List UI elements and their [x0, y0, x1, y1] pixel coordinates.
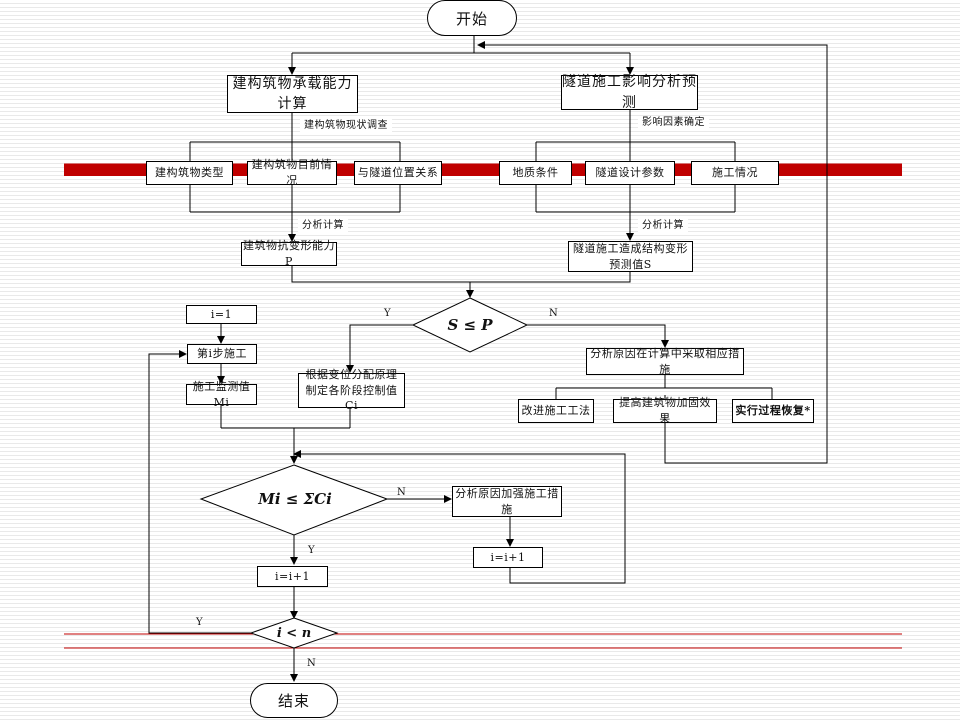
analyze-measures-box: 分析原因在计算中采取相应措施: [586, 346, 744, 376]
control-ci-box: 根据变位分配原理制定各阶段控制值Ci: [298, 368, 405, 412]
building-current-box: 建构筑物目前情况: [247, 158, 337, 187]
step-i-box: 第i步施工: [187, 344, 257, 364]
analyze-measures-text: 分析原因在计算中采取相应措施: [590, 346, 740, 376]
start-terminal: 开始: [427, 0, 517, 36]
m-no-label: N: [397, 487, 406, 498]
process-restore-box: 实行过程恢复*: [732, 399, 814, 423]
calc-left-label: 分析计算: [298, 219, 348, 233]
in-no-label: N: [307, 658, 316, 669]
sp-yes-label: Y: [384, 308, 391, 319]
building-current-text: 建构筑物目前情况: [251, 158, 333, 187]
tunnel-deform-pred-box: 隧道施工造成结构变形预测值S: [568, 241, 693, 272]
construction-status-text: 施工情况: [712, 166, 758, 180]
i-plus-right-box: i=i+1: [473, 547, 543, 568]
step-i-text: 第i步施工: [196, 347, 248, 361]
i-plus-left-text: i=i+1: [275, 569, 310, 583]
decision-i-lt-n: [249, 617, 339, 649]
analyze-strengthen-box: 分析原因加强施工措施: [452, 486, 562, 517]
i-plus-right-text: i=i+1: [490, 550, 526, 564]
building-capacity-box: 建构筑物承载能力计算: [227, 75, 358, 113]
survey-label: 建构筑物现状调查: [300, 119, 392, 133]
improve-reinforce-text: 提高建筑物加固效果: [619, 396, 711, 425]
start-label: 开始: [455, 9, 488, 28]
i-lt-n-text: i < n: [276, 625, 312, 641]
s-le-p-text: S ≤ P: [447, 316, 493, 334]
construction-status-box: 施工情况: [691, 161, 779, 185]
monitor-mi-text: 施工监测值Mi: [192, 379, 251, 409]
i-equals-1-text: i=1: [210, 307, 233, 321]
m-le-sum-text: Mi ≤ ΣCi: [258, 490, 332, 508]
i-plus-left-box: i=i+1: [257, 566, 328, 587]
building-deform-capacity-text: 建筑物抗变形能力P: [243, 239, 335, 268]
analyze-strengthen-text: 分析原因加强施工措施: [455, 486, 559, 516]
process-restore-text: 实行过程恢复*: [735, 404, 811, 418]
tunnel-impact-box: 隧道施工影响分析预测: [561, 74, 698, 111]
i-equals-1-box: i=1: [186, 305, 257, 324]
change-method-text: 改进施工工法: [521, 404, 591, 418]
calc-right-label: 分析计算: [638, 219, 688, 233]
decision-s-le-p: [411, 297, 529, 353]
end-terminal: 结束: [250, 683, 338, 718]
factors-label: 影响因素确定: [638, 116, 709, 130]
tunnel-position-text: 与隧道位置关系: [357, 166, 439, 180]
decision-m-le-sum: [199, 464, 389, 536]
building-type-box: 建构筑物类型: [146, 161, 233, 185]
tunnel-position-box: 与隧道位置关系: [354, 161, 442, 185]
tunnel-design-box: 隧道设计参数: [585, 161, 675, 185]
tunnel-design-text: 隧道设计参数: [595, 166, 665, 180]
building-capacity-text: 建构筑物承载能力计算: [232, 75, 353, 112]
improve-reinforce-box: 提高建筑物加固效果: [613, 396, 717, 425]
geology-text: 地质条件: [512, 166, 559, 180]
in-yes-label: Y: [196, 617, 203, 628]
change-method-box: 改进施工工法: [518, 399, 594, 423]
control-ci-text: 根据变位分配原理制定各阶段控制值Ci: [305, 367, 398, 413]
building-type-text: 建构筑物类型: [155, 166, 224, 180]
geology-box: 地质条件: [499, 161, 572, 185]
monitor-mi-box: 施工监测值Mi: [186, 380, 257, 409]
end-label: 结束: [277, 692, 310, 710]
tunnel-deform-pred-text: 隧道施工造成结构变形预测值S: [573, 241, 688, 271]
building-deform-capacity-box: 建筑物抗变形能力P: [241, 239, 337, 268]
tunnel-impact-text: 隧道施工影响分析预测: [562, 74, 697, 111]
sp-no-label: N: [549, 308, 558, 319]
m-yes-label: Y: [308, 545, 315, 556]
